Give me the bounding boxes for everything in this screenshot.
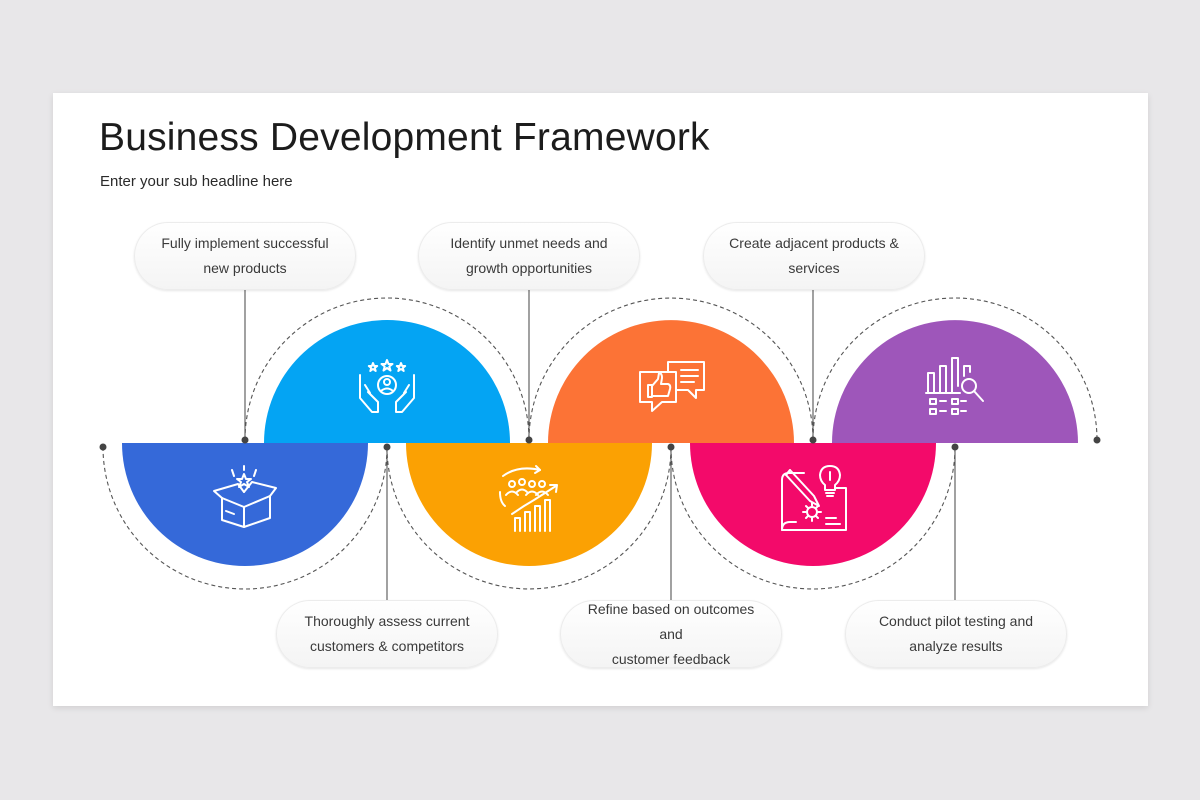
step4-half-disc	[548, 320, 794, 443]
step3-callout-line2: growth opportunities	[465, 260, 593, 276]
step6-callout: Conduct pilot testing and analyze result…	[845, 600, 1067, 668]
dot	[383, 443, 391, 451]
step3-callout-line1: Identify unmet needs and	[450, 235, 608, 251]
team-growth-chart-icon	[499, 465, 558, 532]
step2-callout-line1: Thoroughly assess current	[304, 613, 470, 629]
feedback-chat-thumbs-up-icon	[639, 361, 705, 412]
step3-half-disc	[406, 443, 652, 566]
step6-half-disc	[832, 320, 1078, 443]
page-subtitle: Enter your sub headline here	[100, 173, 293, 190]
dot	[809, 436, 817, 444]
step2-callout-line2: customers & competitors	[309, 638, 465, 654]
step1-callout-line1: Fully implement successful	[161, 235, 329, 251]
dot	[667, 443, 675, 451]
step3-dashed-arc	[386, 446, 672, 590]
dot	[99, 443, 107, 451]
dot	[525, 436, 533, 444]
idea-blueprint-gear-icon	[781, 465, 847, 531]
hands-user-stars-icon	[359, 359, 415, 413]
step2-dashed-arc	[244, 297, 530, 441]
step2-half-disc	[264, 320, 510, 443]
step3-callout: Identify unmet needs and growth opportun…	[418, 222, 640, 290]
step5-callout-line2: services	[788, 260, 840, 276]
chart-analysis-magnifier-icon	[925, 357, 984, 415]
step2-callout: Thoroughly assess current customers & co…	[276, 600, 498, 668]
step4-callout-line1: Refine based on outcomes and	[587, 600, 755, 642]
step5-callout-line1: Create adjacent products &	[729, 235, 899, 251]
step6-dashed-arc	[812, 297, 1098, 441]
dot	[241, 436, 249, 444]
dot	[1093, 436, 1101, 444]
step1-callout: Fully implement successful new products	[134, 222, 356, 290]
step1-dashed-arc	[102, 446, 388, 590]
step1-half-disc	[122, 443, 368, 566]
step6-callout-line1: Conduct pilot testing and	[878, 613, 1034, 629]
step5-callout: Create adjacent products & services	[703, 222, 925, 290]
step6-callout-line2: analyze results	[909, 638, 1003, 654]
step5-dashed-arc	[670, 446, 956, 590]
step4-callout: Refine based on outcomes and customer fe…	[560, 600, 782, 668]
page-title: Business Development Framework	[99, 116, 710, 159]
open-box-stars-icon	[213, 465, 277, 528]
dot	[951, 443, 959, 451]
step1-callout-line2: new products	[203, 260, 287, 276]
step4-dashed-arc	[528, 297, 814, 441]
step4-callout-line2: customer feedback	[611, 650, 731, 667]
